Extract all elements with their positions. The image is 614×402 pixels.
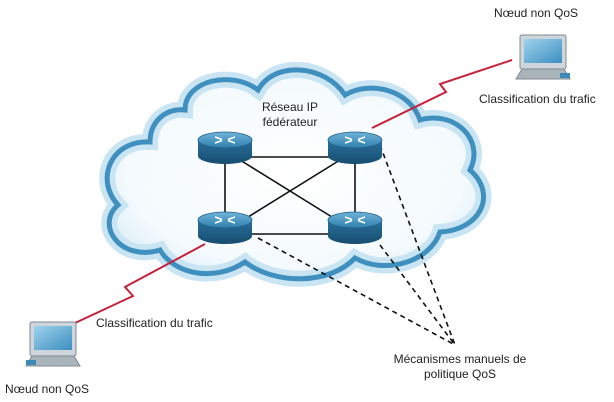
router-top-right (327, 131, 383, 164)
top-right-node-label: Nœud non QoS (494, 6, 579, 20)
policy-dashed-lines (257, 144, 456, 346)
computer-icon-bottom-left (25, 321, 81, 367)
wan-link-top-right (371, 59, 513, 129)
router-mesh-links (224, 156, 356, 235)
router-top-left (197, 131, 253, 164)
top-right-classification-label: Classification du trafic (479, 92, 596, 106)
wan-link-bottom-left (59, 243, 206, 331)
computer-icon-top-right (515, 34, 571, 80)
router-bottom-left (197, 211, 253, 244)
bottom-left-node-label: Nœud non QoS (5, 382, 90, 396)
network-title: Réseau IP fédérateur (261, 100, 319, 129)
bottom-left-classification-label: Classification du trafic (96, 316, 213, 330)
router-bottom-right (327, 211, 383, 244)
policy-mechanisms-label: Mécanismes manuels de politique QoS (393, 352, 527, 381)
